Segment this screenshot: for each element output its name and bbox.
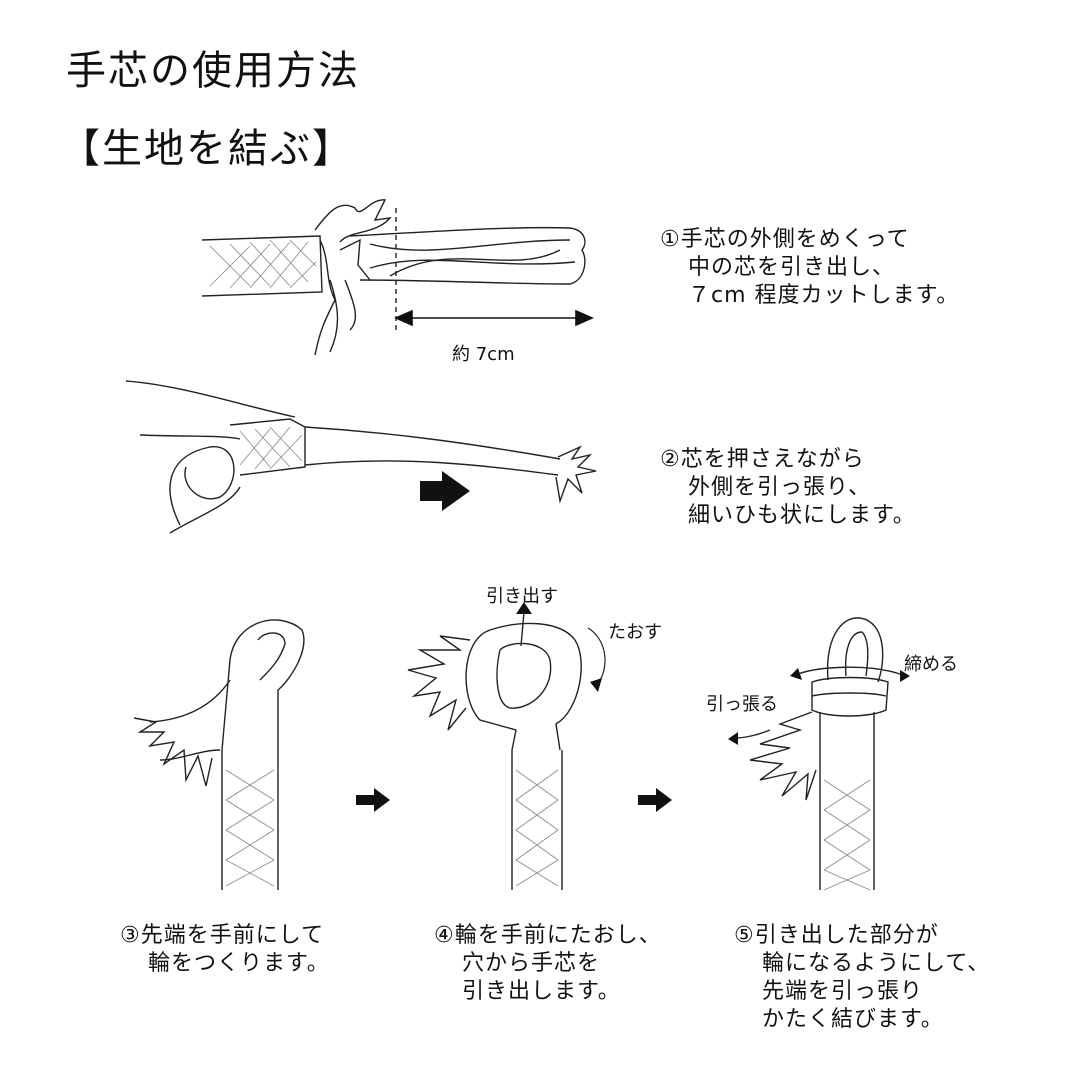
step1-line: ７cm 程度カットします。 bbox=[688, 283, 960, 308]
step3-line: 輪をつくります。 bbox=[148, 951, 330, 976]
step2-line: 細いひも状にします。 bbox=[688, 503, 916, 528]
step2-illustration bbox=[120, 375, 610, 535]
step4-line: 穴から手芯を bbox=[462, 951, 601, 976]
step2-line: 外側を引っ張り、 bbox=[688, 475, 872, 500]
step4-text: ④輪を手前にたおし、 穴から手芯を 引き出します。 bbox=[434, 922, 662, 1006]
step3-illustration bbox=[120, 600, 320, 900]
step5-illustration bbox=[728, 600, 910, 900]
step3-line: ③先端を手前にして bbox=[120, 923, 325, 948]
step1-text: ①手芯の外側をめくって 中の芯を引き出し、 ７cm 程度カットします。 bbox=[660, 226, 959, 310]
step5-line: ⑤引き出した部分が bbox=[734, 923, 939, 948]
step2-line: ②芯を押さえながら bbox=[660, 447, 865, 472]
step4-line: ④輪を手前にたおし、 bbox=[434, 923, 662, 948]
step5-text: ⑤引き出した部分が 輪になるようにして、 先端を引っ張り かたく結びます。 bbox=[734, 922, 990, 1034]
step5-line: 先端を引っ張り bbox=[762, 979, 924, 1004]
step1-illustration bbox=[190, 180, 610, 370]
page-title: 手芯の使用方法 bbox=[66, 48, 360, 94]
section-title: 【生地を結ぶ】 bbox=[60, 126, 354, 172]
step5-line: 輪になるようにして、 bbox=[762, 951, 991, 976]
step1-line: 中の芯を引き出し、 bbox=[688, 255, 896, 280]
step1-line: ①手芯の外側をめくって bbox=[660, 227, 910, 252]
arrow-icon bbox=[638, 788, 672, 812]
label-pull: 引っ張る bbox=[706, 694, 778, 715]
step2-text: ②芯を押さえながら 外側を引っ張り、 細いひも状にします。 bbox=[660, 446, 916, 530]
step4-illustration bbox=[400, 602, 620, 900]
label-tighten: 締める bbox=[904, 654, 958, 675]
measure-label: 約 7cm bbox=[452, 344, 515, 365]
arrow-icon bbox=[356, 788, 390, 812]
step5-line: かたく結びます。 bbox=[762, 1007, 944, 1032]
step4-line: 引き出します。 bbox=[462, 979, 621, 1004]
label-pull-out: 引き出す bbox=[486, 586, 558, 607]
label-fold: たおす bbox=[608, 622, 662, 643]
step3-text: ③先端を手前にして 輪をつくります。 bbox=[120, 922, 330, 978]
